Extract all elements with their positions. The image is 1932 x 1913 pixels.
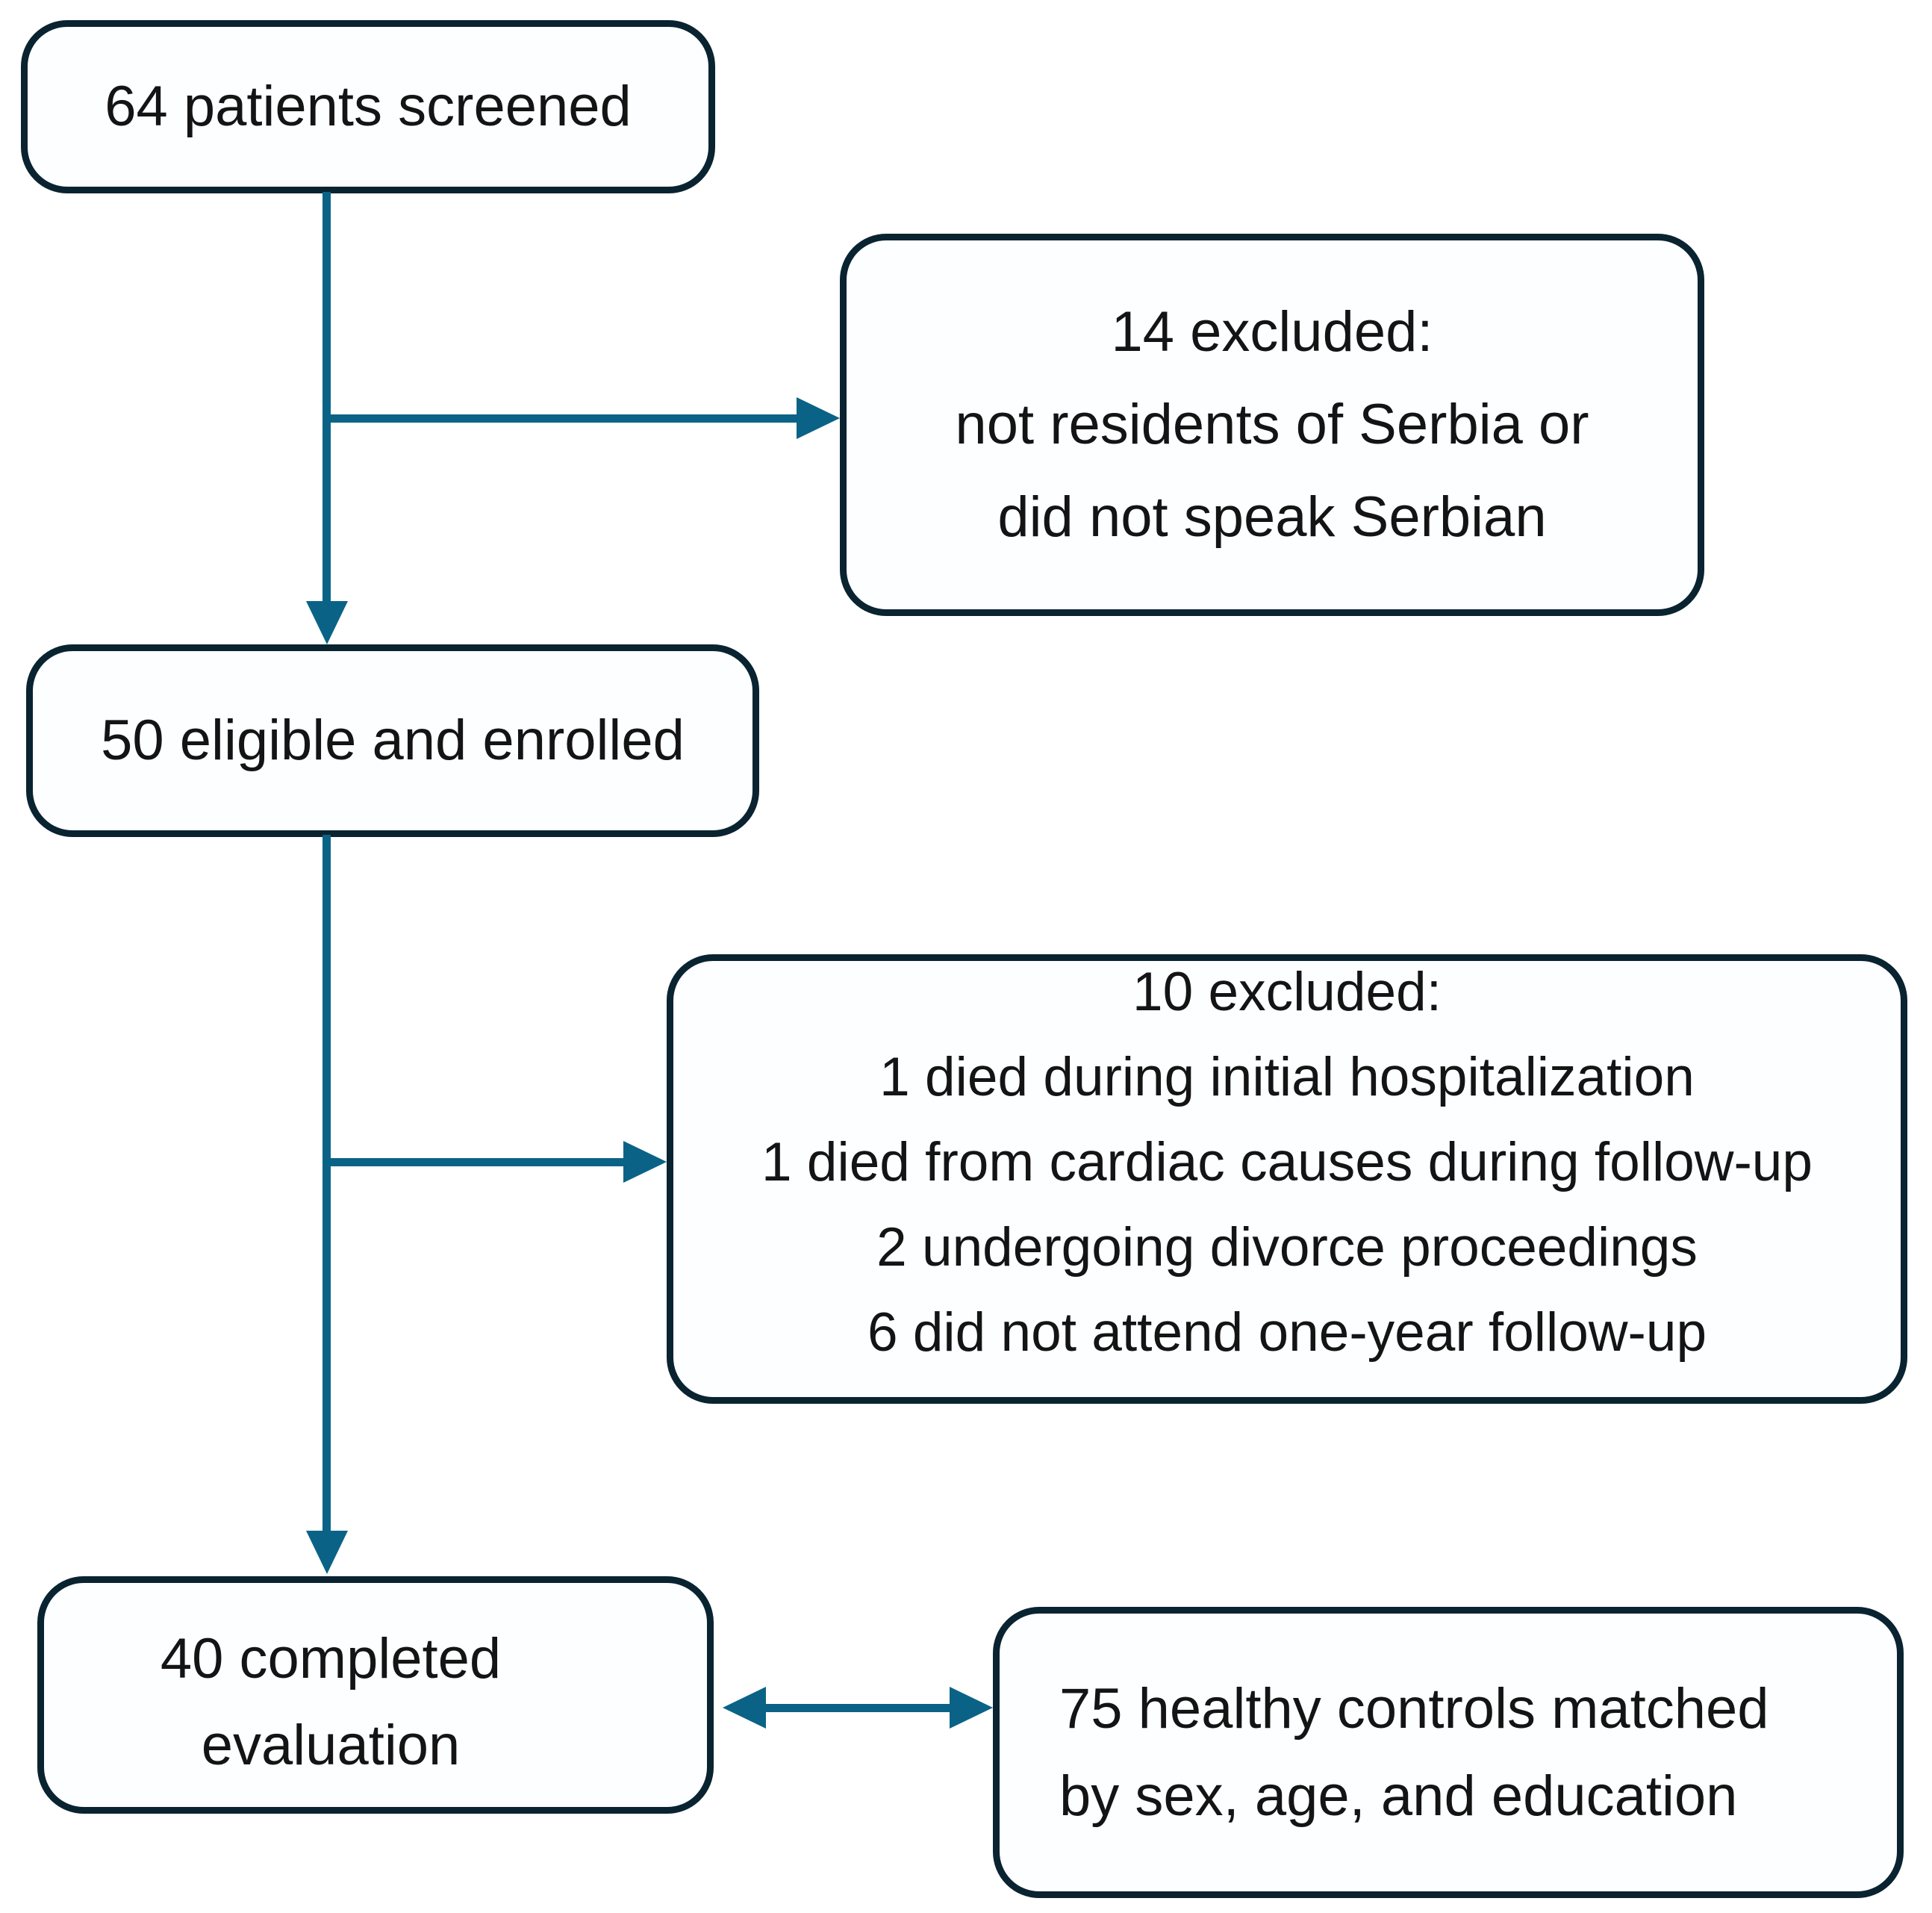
box-text-line: 6 did not attend one-year follow-up bbox=[867, 1302, 1707, 1363]
box-text-line: 75 healthy controls matched bbox=[1059, 1677, 1769, 1741]
box-text-line: by sex, age, and education bbox=[1059, 1764, 1738, 1828]
arrow-line bbox=[326, 1158, 625, 1166]
arrowhead-down-icon bbox=[306, 1531, 348, 1574]
arrowhead-down-icon bbox=[306, 601, 348, 644]
arrow-line bbox=[326, 414, 797, 423]
box-text-line: evaluation bbox=[201, 1714, 461, 1777]
box-text-line: 50 eligible and enrolled bbox=[101, 709, 685, 772]
box-healthy-controls: 75 healthy controls matched by sex, age,… bbox=[993, 1607, 1904, 1898]
arrowhead-right-icon bbox=[950, 1687, 993, 1729]
box-text-line: 2 undergoing divorce proceedings bbox=[876, 1217, 1698, 1278]
box-patients-screened: 64 patients screened bbox=[21, 20, 715, 193]
arrowhead-right-icon bbox=[623, 1141, 667, 1183]
box-text-line: 14 excluded: bbox=[1111, 300, 1433, 364]
arrow-line bbox=[322, 835, 331, 1532]
arrowhead-left-icon bbox=[723, 1687, 766, 1729]
box-excluded-10: 10 excluded: 1 died during initial hospi… bbox=[667, 954, 1907, 1404]
box-text-line: 64 patients screened bbox=[105, 75, 632, 138]
box-text-line: 1 died from cardiac causes during follow… bbox=[761, 1132, 1813, 1192]
box-excluded-14: 14 excluded: not residents of Serbia or … bbox=[840, 234, 1704, 616]
arrow-line bbox=[322, 192, 331, 603]
arrowhead-right-icon bbox=[797, 397, 840, 439]
box-text-line: 10 excluded: bbox=[1132, 962, 1442, 1022]
box-text-line: 1 died during initial hospitalization bbox=[879, 1047, 1695, 1107]
box-completed-evaluation: 40 completed evaluation bbox=[37, 1576, 714, 1814]
box-text-line: not residents of Serbia or bbox=[955, 393, 1589, 456]
arrow-line bbox=[764, 1704, 951, 1712]
box-text-line: did not speak Serbian bbox=[997, 485, 1547, 549]
box-text-line: 40 completed bbox=[160, 1627, 502, 1690]
box-eligible-enrolled: 50 eligible and enrolled bbox=[26, 644, 759, 837]
